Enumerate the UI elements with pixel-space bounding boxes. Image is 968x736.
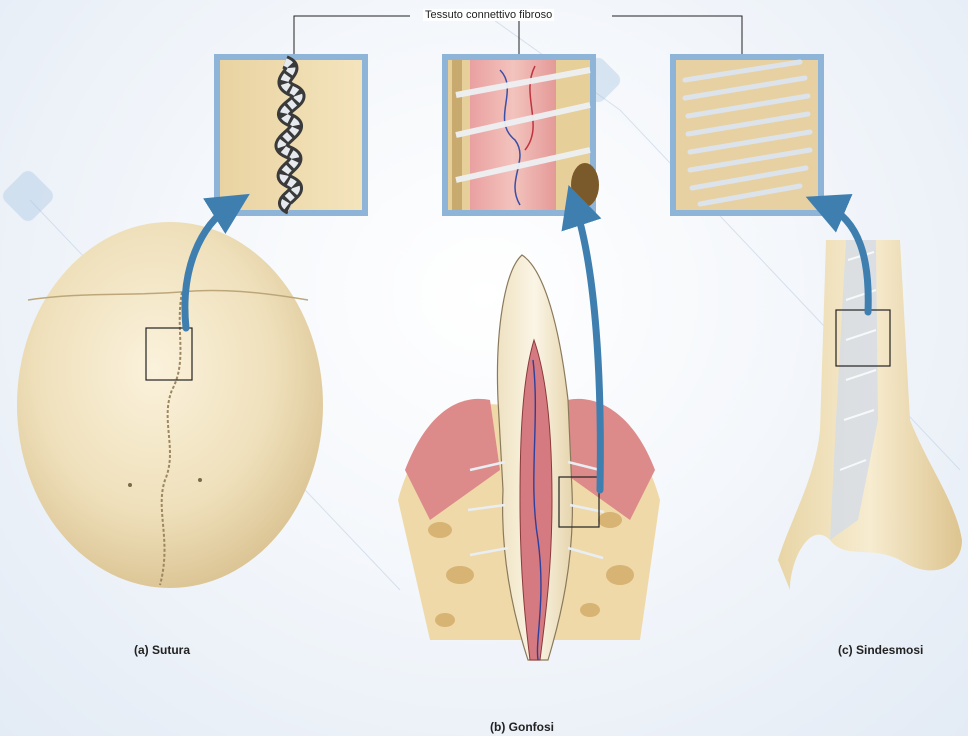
inset-sindesmosi <box>670 54 824 216</box>
inset-gonfosi <box>442 54 599 216</box>
inset-sutura <box>214 54 368 216</box>
tooth <box>398 255 660 660</box>
skull <box>17 222 323 588</box>
fibrous-tissue-label: Tessuto connettivo fibroso <box>423 9 554 21</box>
panel-label-gonfosi: (b) Gonfosi <box>490 720 554 734</box>
panel-label-sindesmosi: (c) Sindesmosi <box>838 643 923 657</box>
panel-label-sutura: (a) Sutura <box>134 643 190 657</box>
